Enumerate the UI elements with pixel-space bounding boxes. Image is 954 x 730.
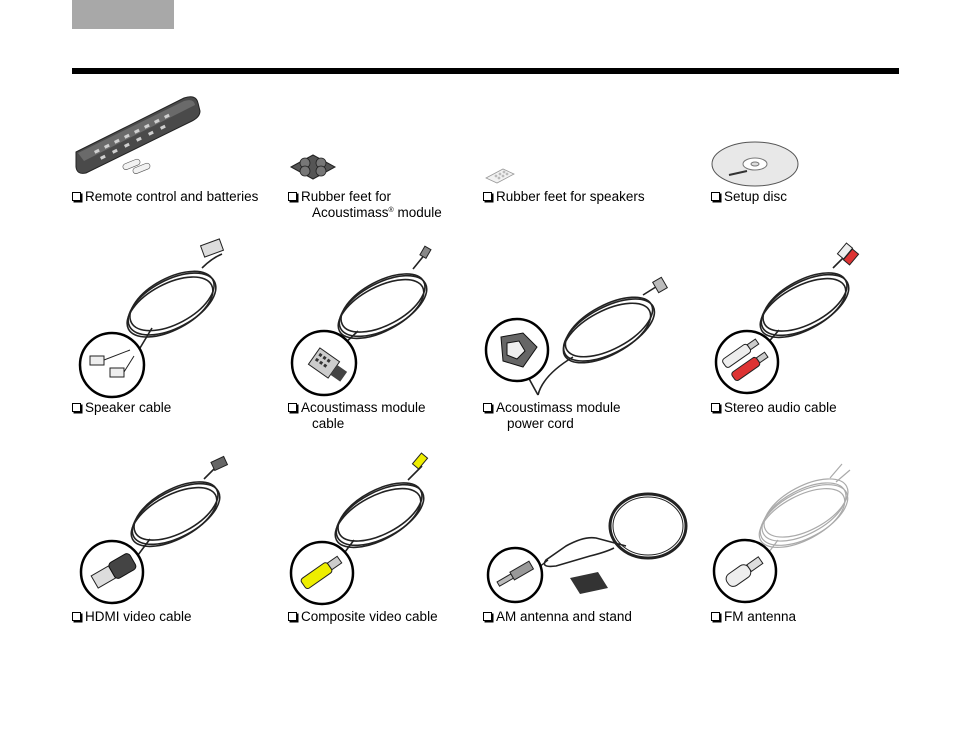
item-label: Rubber feet for — [301, 189, 392, 204]
item-label: Rubber feet for speakers — [496, 189, 645, 204]
stereo-cable-icon — [714, 242, 860, 395]
item-label-line2-end: module — [393, 205, 442, 220]
item-speaker-cable: Speaker cable — [72, 400, 171, 416]
item-hdmi-cable: HDMI video cable — [72, 609, 192, 625]
checkbox-icon — [483, 192, 492, 201]
checkbox-icon — [288, 612, 297, 621]
acoustimass-cable-icon — [290, 245, 432, 397]
item-am-antenna: AM antenna and stand — [483, 609, 632, 625]
registered-mark: ® — [388, 207, 394, 214]
item-stereo-cable: Stereo audio cable — [711, 400, 837, 416]
item-composite-cable: Composite video cable — [288, 609, 438, 625]
checkbox-icon — [711, 192, 720, 201]
item-label-line2: power cord — [507, 416, 574, 431]
item-label: FM antenna — [724, 609, 797, 624]
disc-icon — [711, 141, 799, 187]
rubber-feet-module-icon — [289, 154, 337, 180]
item-label: Composite video cable — [301, 609, 438, 624]
checkbox-icon — [72, 612, 81, 621]
fm-antenna-icon — [712, 463, 851, 604]
speaker-cable-icon — [78, 238, 225, 399]
hdmi-cable-icon — [79, 455, 229, 605]
item-setup-disc: Setup disc — [711, 189, 787, 205]
header-tab — [72, 0, 174, 29]
checkbox-icon — [483, 612, 492, 621]
item-label-line2: Acoustimass — [312, 205, 389, 220]
checkbox-icon — [483, 403, 492, 412]
power-cord-icon — [484, 276, 669, 396]
header-rule — [72, 68, 899, 74]
item-label: Stereo audio cable — [724, 400, 837, 415]
item-label: HDMI video cable — [85, 609, 192, 624]
item-label: AM antenna and stand — [496, 609, 632, 624]
checkbox-icon — [72, 192, 81, 201]
item-label: Acoustimass module — [301, 400, 426, 415]
checkbox-icon — [288, 192, 297, 201]
item-label-line2: cable — [312, 416, 345, 431]
rubber-feet-speakers-icon — [485, 168, 515, 184]
item-fm-antenna: FM antenna — [711, 609, 796, 625]
item-label: Setup disc — [724, 189, 788, 204]
checkbox-icon — [711, 403, 720, 412]
remote-control-icon — [75, 96, 201, 174]
item-label: Speaker cable — [85, 400, 172, 415]
checkbox-icon — [288, 403, 297, 412]
checkbox-icon — [711, 612, 720, 621]
composite-cable-icon — [289, 452, 429, 606]
am-antenna-icon — [486, 492, 688, 604]
item-label: Remote control and batteries — [85, 189, 259, 204]
item-rubber-feet-speakers: Rubber feet for speakers — [483, 189, 645, 205]
item-label: Acoustimass module — [496, 400, 621, 415]
checkbox-icon — [72, 403, 81, 412]
item-remote-control: Remote control and batteries — [72, 189, 258, 205]
